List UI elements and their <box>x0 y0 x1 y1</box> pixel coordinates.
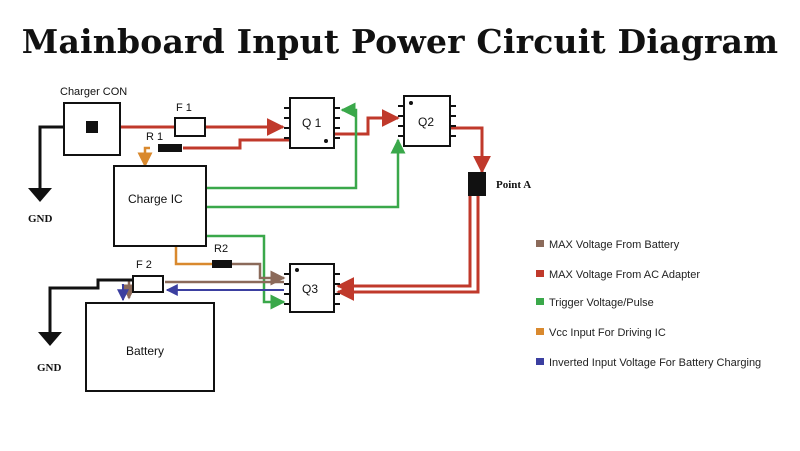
legend: MAX Voltage From Battery MAX Voltage Fro… <box>536 239 761 369</box>
wire-battery-voltage <box>121 262 286 300</box>
legend-label: Inverted Input Voltage For Battery Charg… <box>549 357 761 369</box>
wire-vcc <box>137 146 212 266</box>
gnd-bottom-label: GND <box>37 362 62 374</box>
legend-swatch <box>536 298 544 305</box>
mosfet-q2 <box>398 95 456 147</box>
legend-swatch <box>536 358 544 365</box>
legend-swatch <box>536 270 544 277</box>
point-a-node <box>468 172 486 196</box>
resistor1 <box>158 144 182 152</box>
gnd-top-label: GND <box>28 213 53 225</box>
legend-item: MAX Voltage From Battery <box>536 239 680 251</box>
charge-ic-label: Charge IC <box>128 192 183 206</box>
charge-ic <box>113 165 207 247</box>
resistor2-label: R2 <box>214 243 228 255</box>
wire-ground <box>38 125 133 332</box>
mosfet-q1 <box>284 97 340 149</box>
q3-label: Q3 <box>302 282 318 296</box>
q1-label: Q 1 <box>302 116 322 130</box>
legend-swatch <box>536 328 544 335</box>
legend-item: Trigger Voltage/Pulse <box>536 297 654 309</box>
mosfet-q3 <box>284 263 340 313</box>
resistor1-label: R 1 <box>146 131 163 143</box>
legend-label: Trigger Voltage/Pulse <box>549 297 654 309</box>
fuse1-label: F 1 <box>176 102 192 114</box>
resistor2 <box>212 260 232 268</box>
battery-label: Battery <box>126 344 164 358</box>
q2-label: Q2 <box>418 115 434 129</box>
battery <box>85 302 215 392</box>
point-a-label: Point A <box>496 179 531 191</box>
ground-symbol-bottom <box>38 332 62 346</box>
legend-item: MAX Voltage From AC Adapter <box>536 269 700 281</box>
charger-pin <box>86 121 98 133</box>
fuse2-label: F 2 <box>136 259 152 271</box>
wire-inverted <box>117 284 284 302</box>
wire-trigger <box>206 102 406 310</box>
ground-symbol-top <box>28 188 52 202</box>
fuse1 <box>174 117 206 137</box>
legend-item: Inverted Input Voltage For Battery Charg… <box>536 357 761 369</box>
legend-swatch <box>536 240 544 247</box>
diagram-title: Mainboard Input Power Circuit Diagram <box>21 22 779 61</box>
legend-label: Vcc Input For Driving IC <box>549 327 666 339</box>
legend-label: MAX Voltage From AC Adapter <box>549 269 700 281</box>
charger-con-label: Charger CON <box>60 86 127 98</box>
fuse2 <box>132 275 164 293</box>
legend-item: Vcc Input For Driving IC <box>536 327 666 339</box>
legend-label: MAX Voltage From Battery <box>549 239 680 251</box>
